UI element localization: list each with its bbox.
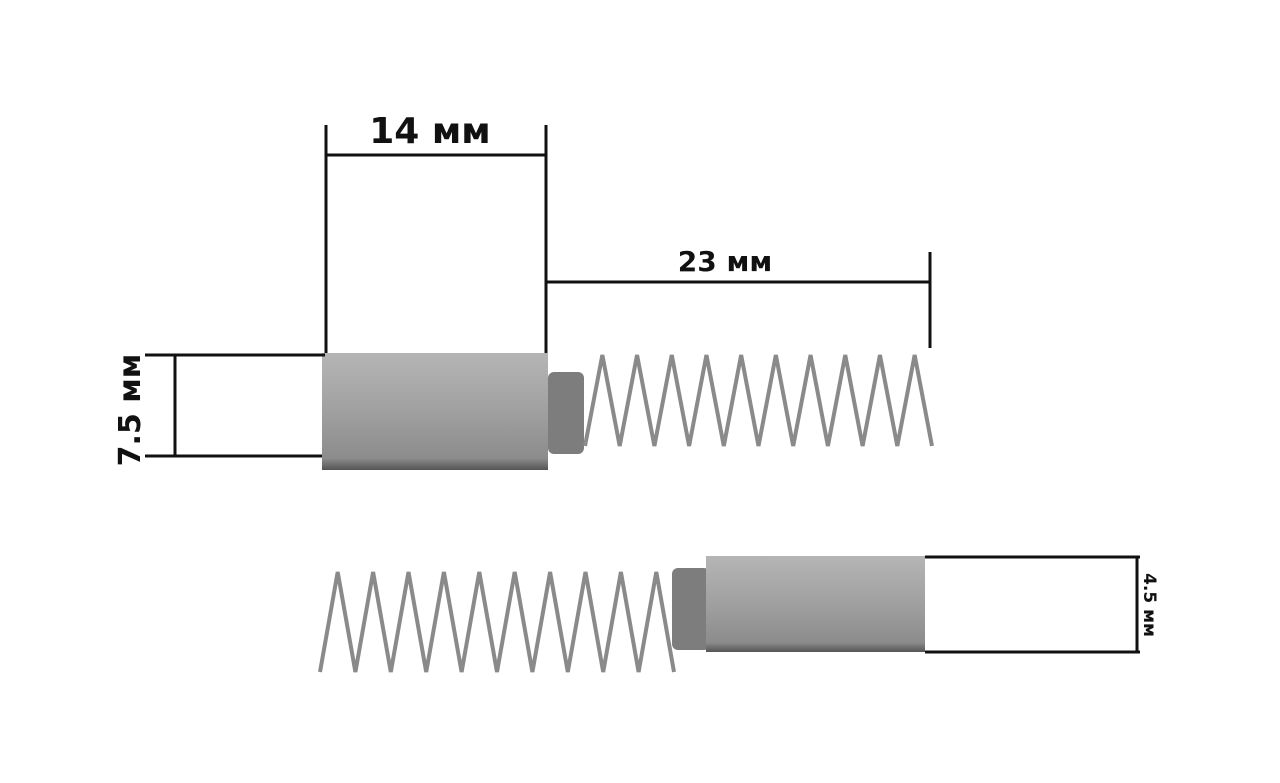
top-carbon-block [322, 353, 548, 470]
bottom-carbon-block [706, 556, 925, 652]
dimension-length-14: 14 мм [324, 111, 548, 353]
bottom-spring-base-coil [672, 568, 710, 650]
spring-length-label: 23 мм [678, 245, 773, 278]
width-label: 4.5 мм [1139, 573, 1159, 637]
bottom-brush [318, 556, 925, 673]
dimension-spring-23: 23 мм [546, 245, 932, 348]
top-spring [583, 354, 934, 447]
dimension-height-7-5: 7.5 мм [113, 353, 325, 467]
height-label: 7.5 мм [113, 354, 148, 467]
bottom-spring [318, 571, 676, 673]
length-label: 14 мм [369, 111, 490, 152]
top-spring-base-coil [548, 372, 584, 454]
top-brush [322, 353, 934, 470]
dimension-width-4-5: 4.5 мм [925, 555, 1159, 654]
